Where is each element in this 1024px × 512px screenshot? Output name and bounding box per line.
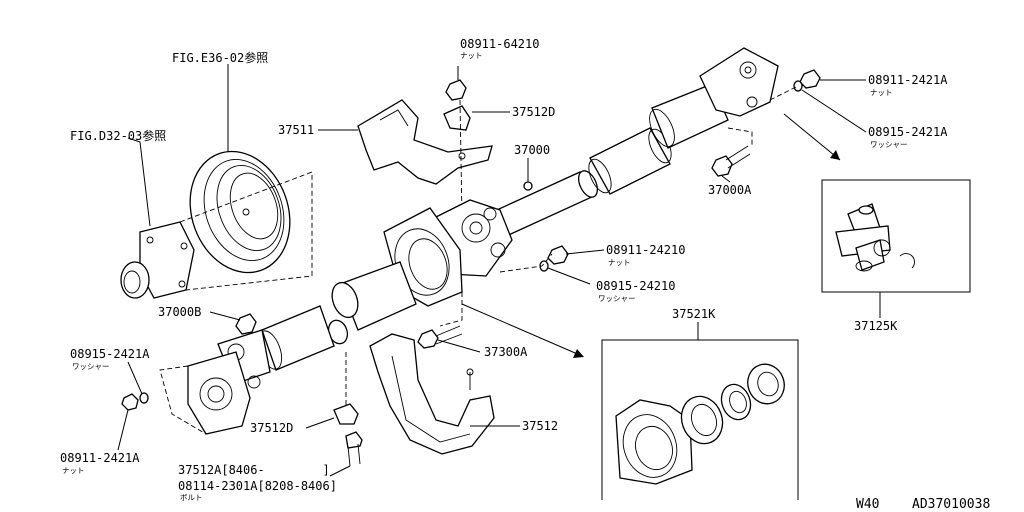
- left-nut-washer-drawing: [121, 392, 149, 411]
- label-37300A: 37300A: [484, 345, 528, 359]
- label-fig-e36: FIG.E36-02参照: [172, 50, 268, 65]
- leader-08915-24210: [547, 267, 591, 285]
- leader-08911-2421A-bottom: [117, 409, 129, 451]
- center-bearing-kit-drawing: [615, 363, 785, 485]
- grease-nipple: [523, 181, 533, 191]
- pulley-drawing: [189, 150, 291, 274]
- sublabel-08911-64210: ナット: [460, 51, 483, 60]
- inset-box-37125K: [821, 179, 971, 293]
- label-08911-64210: 08911-64210: [460, 37, 539, 51]
- nut-37000B-drawing: [235, 313, 257, 335]
- leader-08911-24210: [565, 249, 605, 255]
- arrow-to-37125K: [783, 113, 841, 161]
- lower-bracket-drawing: [369, 333, 495, 455]
- label-08915-24210: 08915-24210: [596, 279, 675, 293]
- rear-shaft-drawing: [487, 47, 779, 239]
- dashed-guide-lower-bracket: [439, 292, 463, 327]
- sublabel-08911-2421A-bottom: ナット: [62, 466, 85, 475]
- flange-yoke-drawing: [120, 221, 195, 299]
- label-08915-2421A-left: 08915-2421A: [70, 347, 150, 361]
- dashed-guide-37000A: [727, 127, 753, 146]
- sublabel-08911-2421A-top: ナット: [870, 88, 893, 97]
- arrow-head-37125K: [830, 150, 840, 160]
- label-37512D-bottom: 37512D: [250, 421, 293, 435]
- label-08911-2421A-top: 08911-2421A: [868, 73, 948, 87]
- leader-37000B: [209, 311, 241, 321]
- sublabel-08114: ボルト: [180, 493, 203, 502]
- leader-37300A: [437, 339, 481, 353]
- top-nut-drawing: [445, 79, 467, 101]
- top-clip-drawing: [443, 105, 471, 131]
- dashed-guide-front-flange: [159, 365, 207, 435]
- sublabel-08915-24210: ワッシャー: [598, 294, 636, 303]
- label-37512: 37512: [522, 419, 558, 433]
- label-08911-2421A-bottom: 08911-2421A: [60, 451, 140, 465]
- bottom-clip-drawing: [333, 403, 359, 425]
- label-37521K: 37521K: [672, 307, 716, 321]
- dashed-guide-pulley: [179, 171, 313, 291]
- spider-kit-drawing: [835, 203, 915, 272]
- arrow-to-37521K: [461, 303, 583, 357]
- label-08114: 08114-2301A[8208-8406]: [178, 479, 337, 493]
- label-fig-d32: FIG.D32-03参照: [70, 128, 166, 143]
- bracket-37511-drawing: [357, 99, 493, 185]
- sublabel-08915-2421A-top: ワッシャー: [870, 140, 908, 149]
- front-shaft-drawing: [217, 207, 463, 389]
- dashed-guide-right-nut: [769, 85, 799, 101]
- label-37000B: 37000B: [158, 305, 201, 319]
- leader-08915-2421A-left: [127, 361, 143, 395]
- bolt-37000A-drawing: [711, 145, 751, 177]
- leader-08915-2421A-top: [801, 89, 867, 133]
- inset-box-37521K: [601, 339, 799, 500]
- bolt-37300A-drawing: [417, 325, 463, 349]
- dashed-guide-center-nut: [499, 253, 553, 273]
- footer-code: AD37010038: [912, 497, 990, 512]
- right-nut-washer-drawing: [793, 69, 821, 92]
- front-flange-drawing: [187, 351, 251, 435]
- footer-model: W40: [856, 497, 879, 512]
- arrow-head-37521K: [573, 349, 584, 358]
- label-37125K: 37125K: [854, 319, 898, 333]
- leader-fig-d32: [127, 137, 151, 227]
- label-37511: 37511: [278, 123, 314, 137]
- label-08915-2421A-top: 08915-2421A: [868, 125, 948, 139]
- leader-37512D-bottom: [305, 417, 335, 429]
- label-37512A: 37512A[8406- ]: [178, 463, 330, 477]
- center-nut-washer-drawing: [539, 245, 569, 272]
- label-37000: 37000: [514, 143, 550, 157]
- dashed-guide-top-nut: [459, 99, 463, 221]
- label-37000A: 37000A: [708, 183, 752, 197]
- bolt-08114-drawing: [345, 431, 363, 467]
- label-08911-24210: 08911-24210: [606, 243, 685, 257]
- sublabel-08911-24210: ナット: [608, 258, 631, 267]
- label-37512D-top: 37512D: [512, 105, 555, 119]
- leader-08114: [329, 465, 351, 477]
- leader-37000A: [721, 175, 731, 183]
- sublabel-08915-2421A-left: ワッシャー: [72, 362, 110, 371]
